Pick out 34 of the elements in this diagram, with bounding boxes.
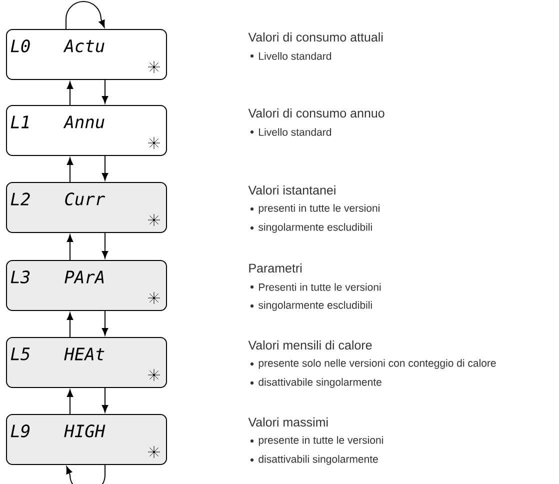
bullet-item: presente in tutte le versioni — [250, 436, 383, 446]
display-box: L2 Curr — [6, 182, 167, 233]
bullet-item: singolarmente escludibili — [250, 301, 372, 311]
bullet-item: presenti in tutte le versioni — [250, 204, 380, 214]
arrow — [102, 80, 108, 104]
bullet-item: presente solo nelle versioni con conteggio di calore — [250, 359, 496, 369]
display-box: L1 Annu — [6, 105, 167, 156]
arrow — [66, 234, 74, 260]
display-box: L9 HIGH — [6, 414, 167, 465]
arrow — [66, 82, 74, 106]
heading-text: Valori di consumo attuali — [248, 32, 383, 42]
bullet-item: Livello standard — [250, 52, 332, 60]
arrow — [102, 232, 108, 258]
heading-text: Parametri — [249, 263, 302, 273]
arrow — [102, 310, 108, 336]
heading-text: Valori massimi — [248, 417, 328, 427]
display-box: L0 Actu — [6, 29, 167, 80]
arrow — [66, 158, 74, 182]
bullet-item: disattivabile singolarmente — [250, 378, 382, 388]
bullet-item: singolarmente escludibili — [250, 223, 372, 233]
arrow — [102, 156, 108, 180]
heading-text: Valori mensili di calore — [248, 340, 372, 350]
arrow — [102, 388, 108, 412]
bullet-item: disattivabili singolarmente — [250, 455, 378, 465]
heading-text: Valori istantanei — [248, 185, 336, 195]
arrow — [66, 312, 74, 338]
arrow — [66, 464, 106, 484]
arrow — [66, 389, 74, 414]
display-box: L3 PArA — [6, 260, 167, 311]
display-box: L5 HEAt — [6, 337, 167, 388]
arrow — [66, 1, 105, 30]
bullet-item: Presenti in tutte le versioni — [250, 283, 381, 291]
heading-text: Valori di consumo annuo — [248, 108, 384, 118]
bullet-item: Livello standard — [250, 128, 332, 136]
